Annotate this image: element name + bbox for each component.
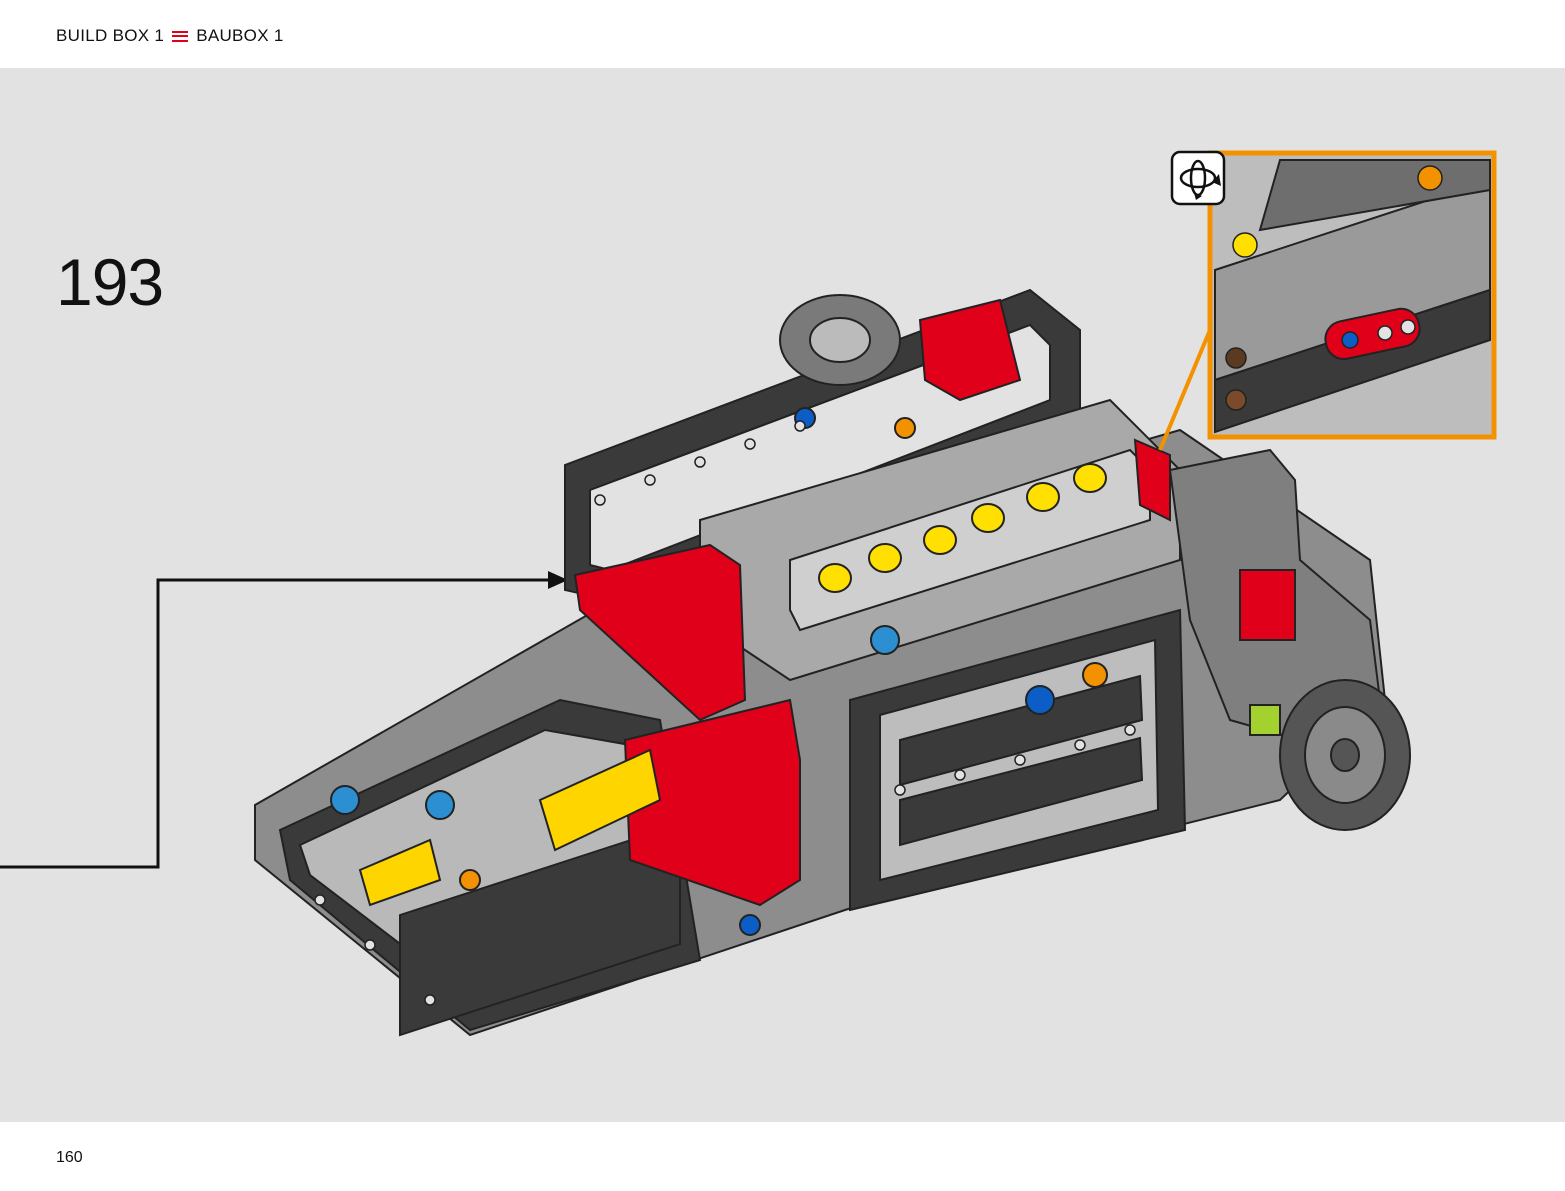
callout-connector (1158, 329, 1212, 451)
step-number: 193 (56, 245, 164, 319)
baubox-label: BAUBOX 1 (196, 26, 284, 45)
beam-holes (314, 420, 1136, 1006)
equivalence-lines-icon (172, 30, 189, 42)
build-box-label: BUILD BOX 1 (56, 26, 165, 45)
page-number: 160 (56, 1149, 83, 1166)
page-footer (0, 1122, 1565, 1191)
engine-pistons (818, 463, 1107, 593)
rotate-model-icon (1170, 150, 1226, 206)
sub-assembly-arrow (0, 571, 568, 869)
zoom-callout (1207, 150, 1497, 440)
chassis-assembly (254, 288, 1411, 1037)
page-header: BUILD BOX 1 BAUBOX 1 (0, 0, 1565, 68)
build-box-title: BUILD BOX 1 BAUBOX 1 (56, 26, 284, 46)
